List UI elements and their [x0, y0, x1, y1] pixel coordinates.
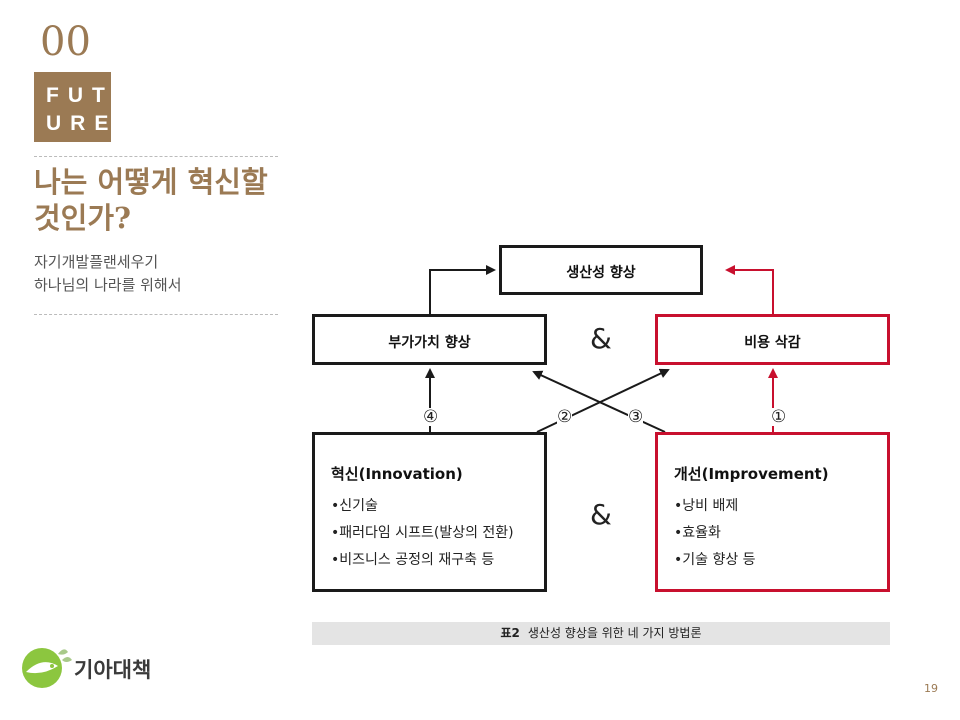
innovation-list: •신기술 •패러다임 시프트(발상의 전환) •비즈니스 공정의 재구축 등 — [331, 493, 514, 574]
page-number: 19 — [924, 682, 938, 695]
page-title-line1: 나는 어떻게 혁신할 — [34, 165, 268, 199]
innovation-box: 혁신(Innovation) •신기술 •패러다임 시프트(발상의 전환) •비… — [312, 432, 547, 592]
logo-text: 기아대책 — [74, 658, 152, 682]
page-title: 나는 어떻게 혁신할 것인가? — [34, 164, 354, 236]
arrow-left-to-top — [429, 265, 496, 314]
divider-top — [34, 156, 278, 157]
page-subtitle: 자기개발플랜세우기 하나님의 나라를 위해서 — [34, 251, 294, 297]
ampersand-top: & — [590, 322, 612, 355]
list-item: •패러다임 시프트(발상의 전환) — [331, 525, 514, 541]
path-label-2: ② — [557, 407, 573, 427]
chapter-tag-line1: FUT — [46, 84, 114, 107]
list-item: •비즈니스 공정의 재구축 등 — [331, 552, 495, 568]
path-label-3: ③ — [628, 407, 644, 427]
path-label-4: ④ — [423, 407, 439, 427]
cost-reduction-box: 비용 삭감 — [655, 314, 890, 365]
page-subtitle-line2: 하나님의 나라를 위해서 — [34, 276, 182, 294]
divider-bottom — [34, 314, 278, 315]
improvement-title: 개선(Improvement) — [674, 465, 829, 483]
list-item: •낭비 배제 — [674, 498, 739, 514]
chapter-tag: FUT URE — [34, 72, 111, 142]
chapter-tag-line2: URE — [46, 112, 118, 135]
added-value-box: 부가가치 향상 — [312, 314, 547, 365]
caption-label: 표2 — [500, 626, 520, 640]
improvement-box: 개선(Improvement) •낭비 배제 •효율화 •기술 향상 등 — [655, 432, 890, 592]
list-item: •기술 향상 등 — [674, 552, 756, 568]
caption-text: 생산성 향상을 위한 네 가지 방법론 — [527, 626, 702, 640]
cost-reduction-label: 비용 삭감 — [744, 335, 801, 351]
added-value-label: 부가가치 향상 — [388, 335, 471, 351]
innovation-title: 혁신(Innovation) — [331, 465, 463, 483]
figure-caption: 표2 생산성 향상을 위한 네 가지 방법론 — [312, 622, 890, 645]
arrow-right-to-top — [725, 265, 774, 314]
list-item: •신기술 — [331, 498, 378, 514]
chapter-number: 00 — [40, 19, 91, 65]
page-subtitle-line1: 자기개발플랜세우기 — [34, 253, 159, 271]
kfhi-logo-icon — [22, 648, 72, 688]
productivity-box: 생산성 향상 — [499, 245, 703, 295]
improvement-list: •낭비 배제 •효율화 •기술 향상 등 — [674, 493, 756, 574]
path-label-1: ① — [771, 407, 787, 427]
list-item: •효율화 — [674, 525, 721, 541]
page-title-line2: 것인가? — [34, 201, 132, 235]
ampersand-bottom: & — [590, 498, 612, 531]
productivity-label: 생산성 향상 — [566, 265, 636, 281]
